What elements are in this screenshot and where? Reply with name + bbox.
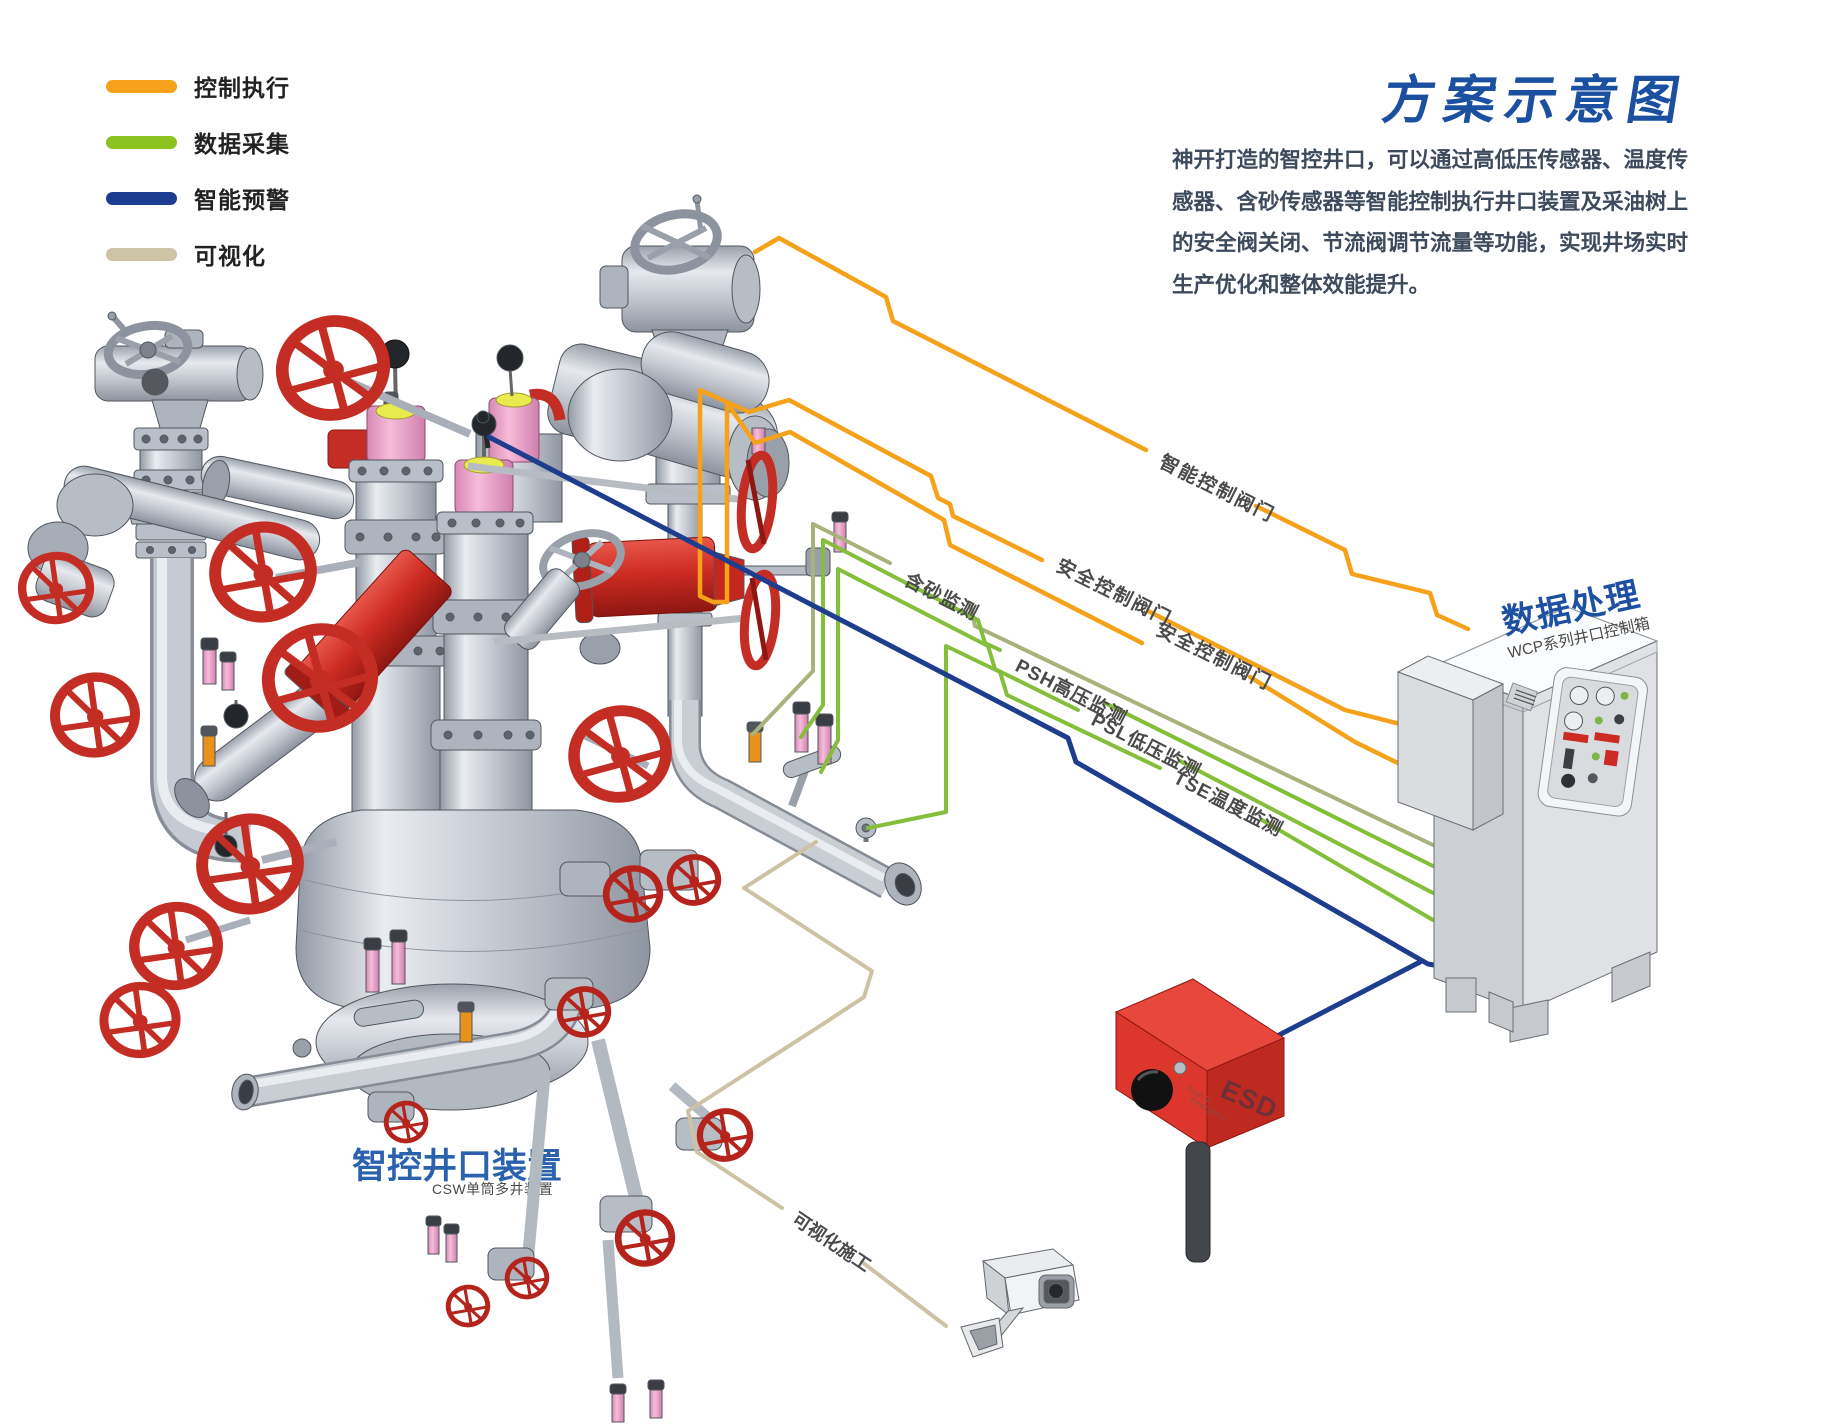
svg-text:智能控制阀门: 智能控制阀门 xyxy=(1156,450,1279,527)
svg-text:安全控制阀门: 安全控制阀门 xyxy=(1153,618,1276,695)
svg-text:安全控制阀门: 安全控制阀门 xyxy=(1053,554,1176,631)
svg-text:可视化施工: 可视化施工 xyxy=(789,1208,875,1276)
svg-text:TSE温度监测: TSE温度监测 xyxy=(1170,766,1287,841)
svg-text:含砂监测: 含砂监测 xyxy=(901,568,983,625)
